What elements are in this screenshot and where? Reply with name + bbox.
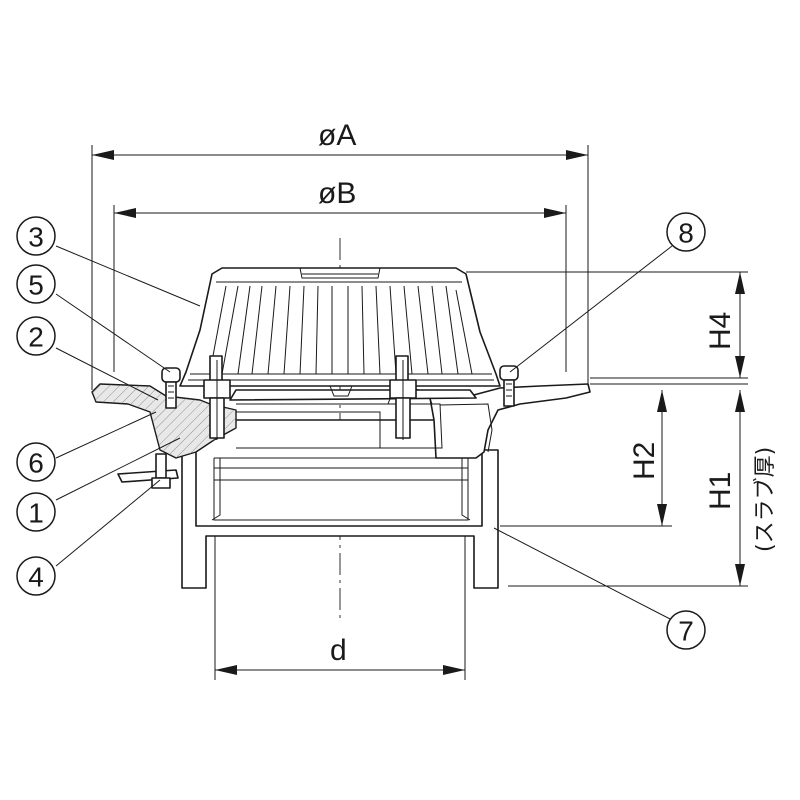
balloon-8-number: 8 (678, 218, 694, 249)
balloon-4: 4 (16, 556, 56, 596)
flange-screw-left (161, 367, 181, 409)
clamp-bracket (117, 453, 179, 489)
dimension-lines (91, 145, 748, 680)
dim-slab-label: (スラブ厚) (753, 447, 778, 552)
balloon-3: 3 (16, 216, 56, 256)
drain-body (195, 419, 483, 527)
balloon-6-number: 6 (28, 448, 44, 479)
balloon-5: 5 (16, 264, 56, 304)
dim-dia-b-label: øB (318, 177, 356, 210)
stud-bolt-right (389, 355, 417, 440)
balloon-7: 7 (666, 610, 706, 650)
balloon-8: 8 (666, 212, 706, 252)
balloon-6: 6 (16, 442, 56, 482)
balloon-3-number: 3 (28, 222, 44, 253)
balloon-4-number: 4 (28, 562, 44, 593)
dim-h1-label: H1 (704, 472, 737, 510)
balloon-7-number: 7 (678, 616, 694, 647)
dim-d-label: d (330, 634, 347, 667)
dim-dia-a-label: øA (318, 119, 356, 152)
balloon-2: 2 (16, 316, 56, 356)
balloon-1-number: 1 (28, 498, 44, 529)
leader-lines (55, 245, 673, 621)
flange-left (91, 383, 237, 459)
stud-bolt-left (203, 355, 231, 440)
dim-h4-label: H4 (704, 312, 737, 350)
balloon-1: 1 (16, 492, 56, 532)
dim-h2-label: H2 (628, 442, 661, 480)
dome-strainer (179, 267, 501, 397)
balloon-2-number: 2 (28, 322, 44, 353)
balloon-5-number: 5 (28, 270, 44, 301)
